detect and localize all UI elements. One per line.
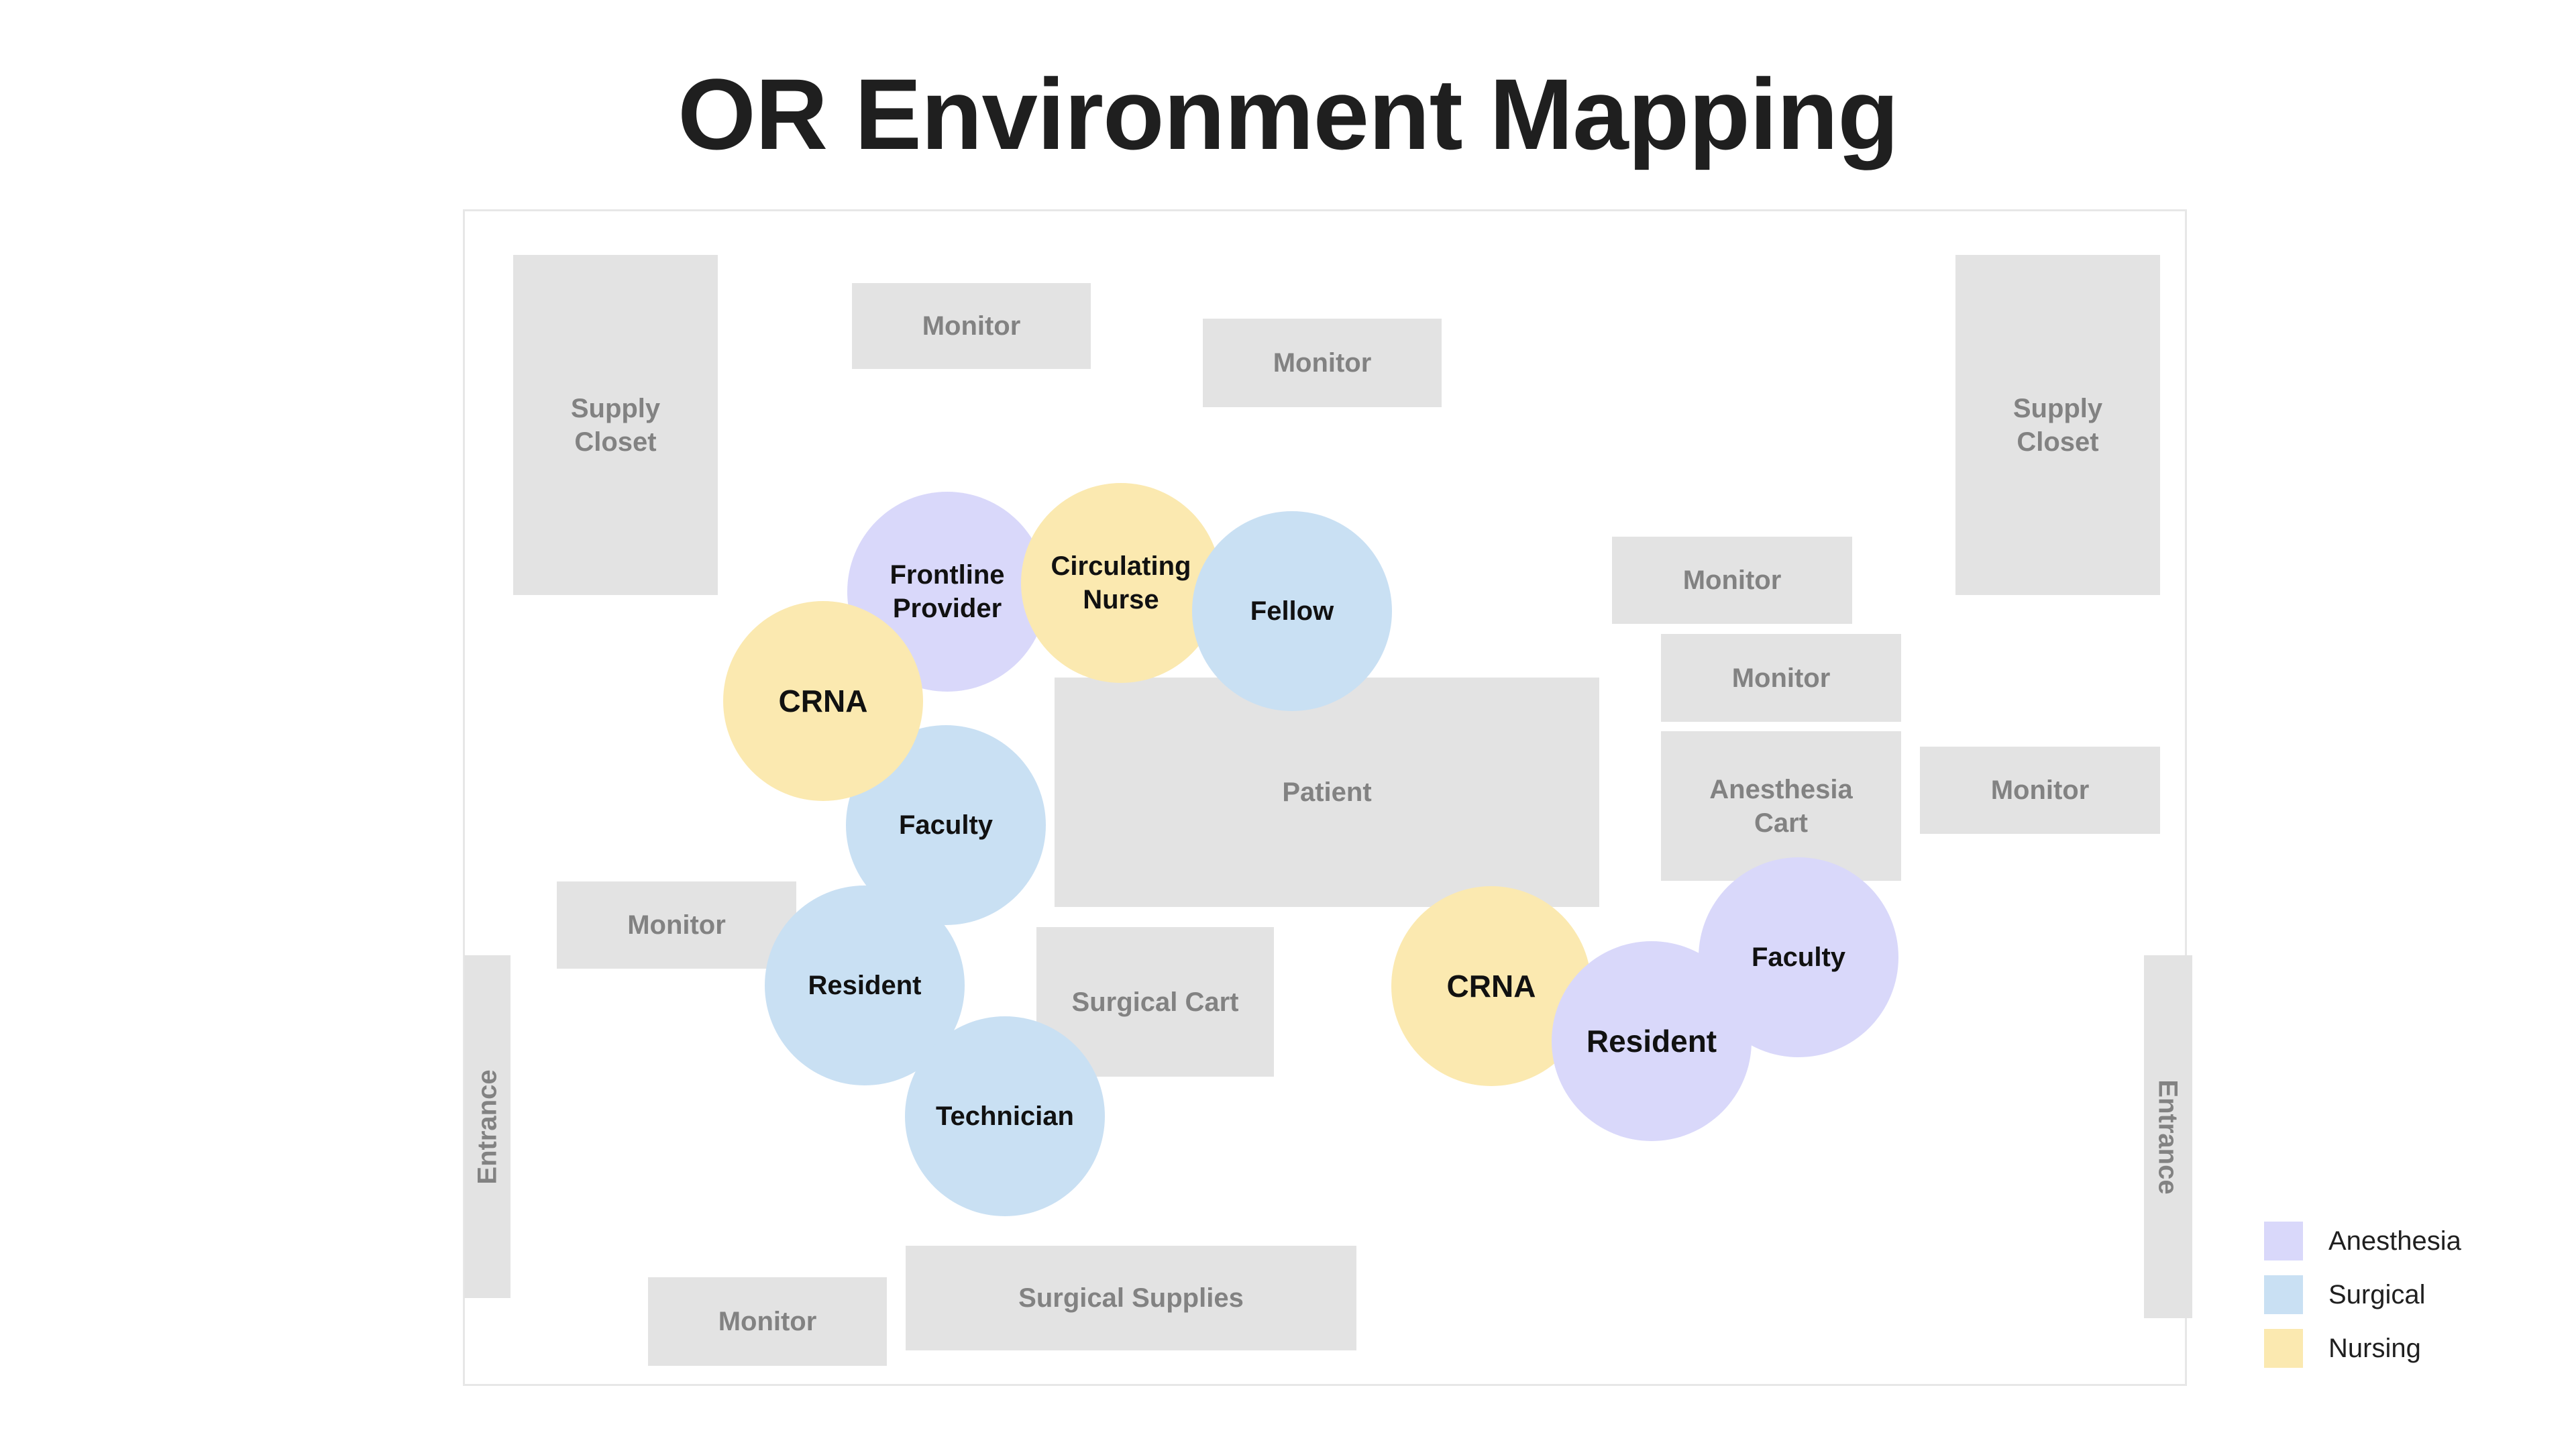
- legend-item-nursing: Nursing: [2264, 1328, 2461, 1368]
- legend-item-surgical: Surgical: [2264, 1275, 2461, 1315]
- legend-label-anesthesia: Anesthesia: [2328, 1226, 2461, 1256]
- page-title: OR Environment Mapping: [678, 58, 1899, 170]
- entrance-left-label: Entrance: [472, 1069, 502, 1185]
- monitor-bottom: Monitor: [648, 1277, 887, 1366]
- legend-swatch-surgical: [2264, 1275, 2303, 1314]
- legend-swatch-nursing: [2264, 1329, 2303, 1368]
- monitor-top-2: Monitor: [1203, 319, 1442, 407]
- surgical-cart: Surgical Cart: [1036, 927, 1274, 1077]
- supply-closet-right: Supply Closet: [1955, 255, 2160, 595]
- anesthesia-cart: Anesthesia Cart: [1661, 731, 1901, 881]
- legend-label-nursing: Nursing: [2328, 1333, 2421, 1363]
- staff-crna-left: CRNA: [723, 601, 923, 801]
- entrance-left: Entrance: [464, 955, 511, 1298]
- monitor-left: Monitor: [557, 881, 796, 969]
- monitor-top-1: Monitor: [852, 283, 1091, 369]
- legend-label-surgical: Surgical: [2328, 1279, 2426, 1309]
- surgical-supplies: Surgical Supplies: [906, 1246, 1356, 1350]
- monitor-right-3: Monitor: [1920, 747, 2160, 834]
- legend-swatch-anesthesia: [2264, 1222, 2303, 1260]
- staff-resident-right: Resident: [1552, 941, 1752, 1141]
- staff-circulating-nurse: Circulating Nurse: [1021, 483, 1221, 683]
- monitor-right-2: Monitor: [1661, 634, 1901, 722]
- monitor-right-1: Monitor: [1612, 537, 1852, 624]
- supply-closet-left: Supply Closet: [513, 255, 718, 595]
- entrance-right-label: Entrance: [2153, 1079, 2184, 1195]
- legend: Anesthesia Surgical Nursing: [2264, 1221, 2461, 1382]
- staff-technician: Technician: [905, 1016, 1105, 1216]
- legend-item-anesthesia: Anesthesia: [2264, 1221, 2461, 1261]
- entrance-right: Entrance: [2144, 955, 2192, 1318]
- patient-bed: Patient: [1055, 678, 1599, 907]
- staff-fellow: Fellow: [1192, 511, 1392, 711]
